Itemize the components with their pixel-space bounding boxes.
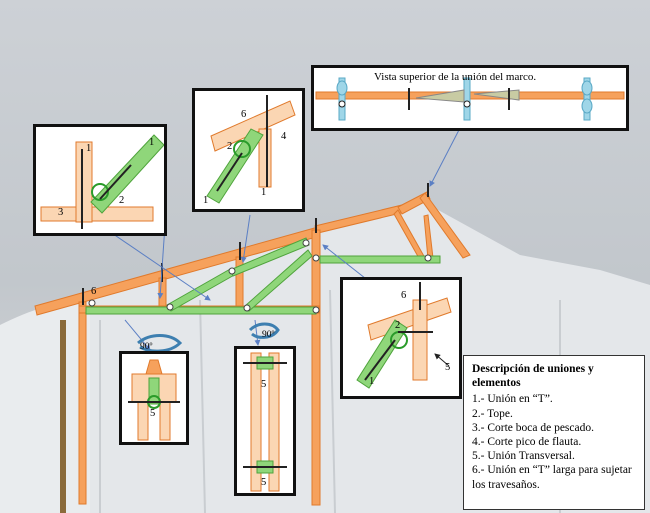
top-view-drawing — [315, 77, 625, 121]
num-label: 4 — [281, 131, 287, 142]
bolt-marks — [88, 239, 432, 314]
detail-t-joint-drawing — [40, 134, 164, 229]
top-view-box: Vista superior de la unión del marco. — [311, 65, 629, 131]
rotation-label-right: 90º — [262, 330, 275, 340]
center-post — [311, 229, 321, 506]
detail-box-transverse: 6 2 1 5 — [340, 277, 462, 399]
legend-item: 6.- Unión en “T” larga para sujetar los … — [472, 464, 632, 491]
num-label: 5 — [445, 362, 451, 373]
top-view-title: Vista superior de la unión del marco. — [374, 71, 537, 83]
ridge-right — [419, 192, 471, 259]
num-label: 6 — [401, 290, 407, 301]
num-label: 2 — [395, 320, 401, 331]
detail-box-side: 5 5 — [234, 346, 296, 496]
num-label: 2 — [119, 195, 125, 206]
detail-front-drawing — [128, 359, 180, 441]
wooden-post — [60, 320, 66, 513]
legend-title: Descripción de uniones y elementos — [472, 363, 594, 390]
num-label: 1 — [149, 137, 155, 148]
rotation-arrow-right — [248, 322, 280, 339]
detail-side-drawing — [243, 352, 287, 492]
rotation-arrow-left — [137, 334, 183, 353]
num-label: 1 — [369, 376, 375, 387]
legend-item: 3.- Corte boca de pescado. — [472, 421, 594, 434]
detail-transverse-drawing — [356, 282, 452, 389]
main-num-label: 6 — [91, 286, 97, 297]
detail-box-t-joint: 1 1 2 3 — [33, 124, 167, 236]
detail-box-front: 5 — [119, 351, 189, 445]
num-label: 3 — [58, 207, 64, 218]
legend-box: Descripción de uniones y elementos 1.- U… — [463, 355, 645, 510]
upper-tie — [319, 255, 441, 264]
num-label: 1 — [261, 187, 267, 198]
green-members — [85, 237, 441, 315]
num-label: 6 — [241, 109, 247, 120]
num-label: 2 — [227, 141, 233, 152]
rotation-label-left: 90º — [140, 342, 153, 352]
num-label: 5 — [150, 408, 156, 419]
connector-arrows — [99, 127, 461, 351]
left-post — [78, 301, 87, 505]
num-label: 5 — [261, 477, 267, 488]
greenhouse-folds — [99, 289, 561, 513]
legend-item: 1.- Unión en “T”. — [472, 393, 553, 406]
legend-item: 2.- Tope. — [472, 407, 513, 420]
greenhouse-left — [0, 300, 90, 513]
detail-stop-drawing — [206, 95, 296, 204]
legend-item: 5.- Unión Transversal. — [472, 450, 575, 463]
num-label: 5 — [261, 379, 267, 390]
detail-box-stop: 6 2 4 1 1 — [192, 88, 305, 212]
legend-item: 4.- Corte pico de flauta. — [472, 436, 582, 449]
num-label: 1 — [203, 195, 209, 206]
num-label: 1 — [86, 143, 92, 154]
horizontal-tie — [85, 306, 317, 315]
